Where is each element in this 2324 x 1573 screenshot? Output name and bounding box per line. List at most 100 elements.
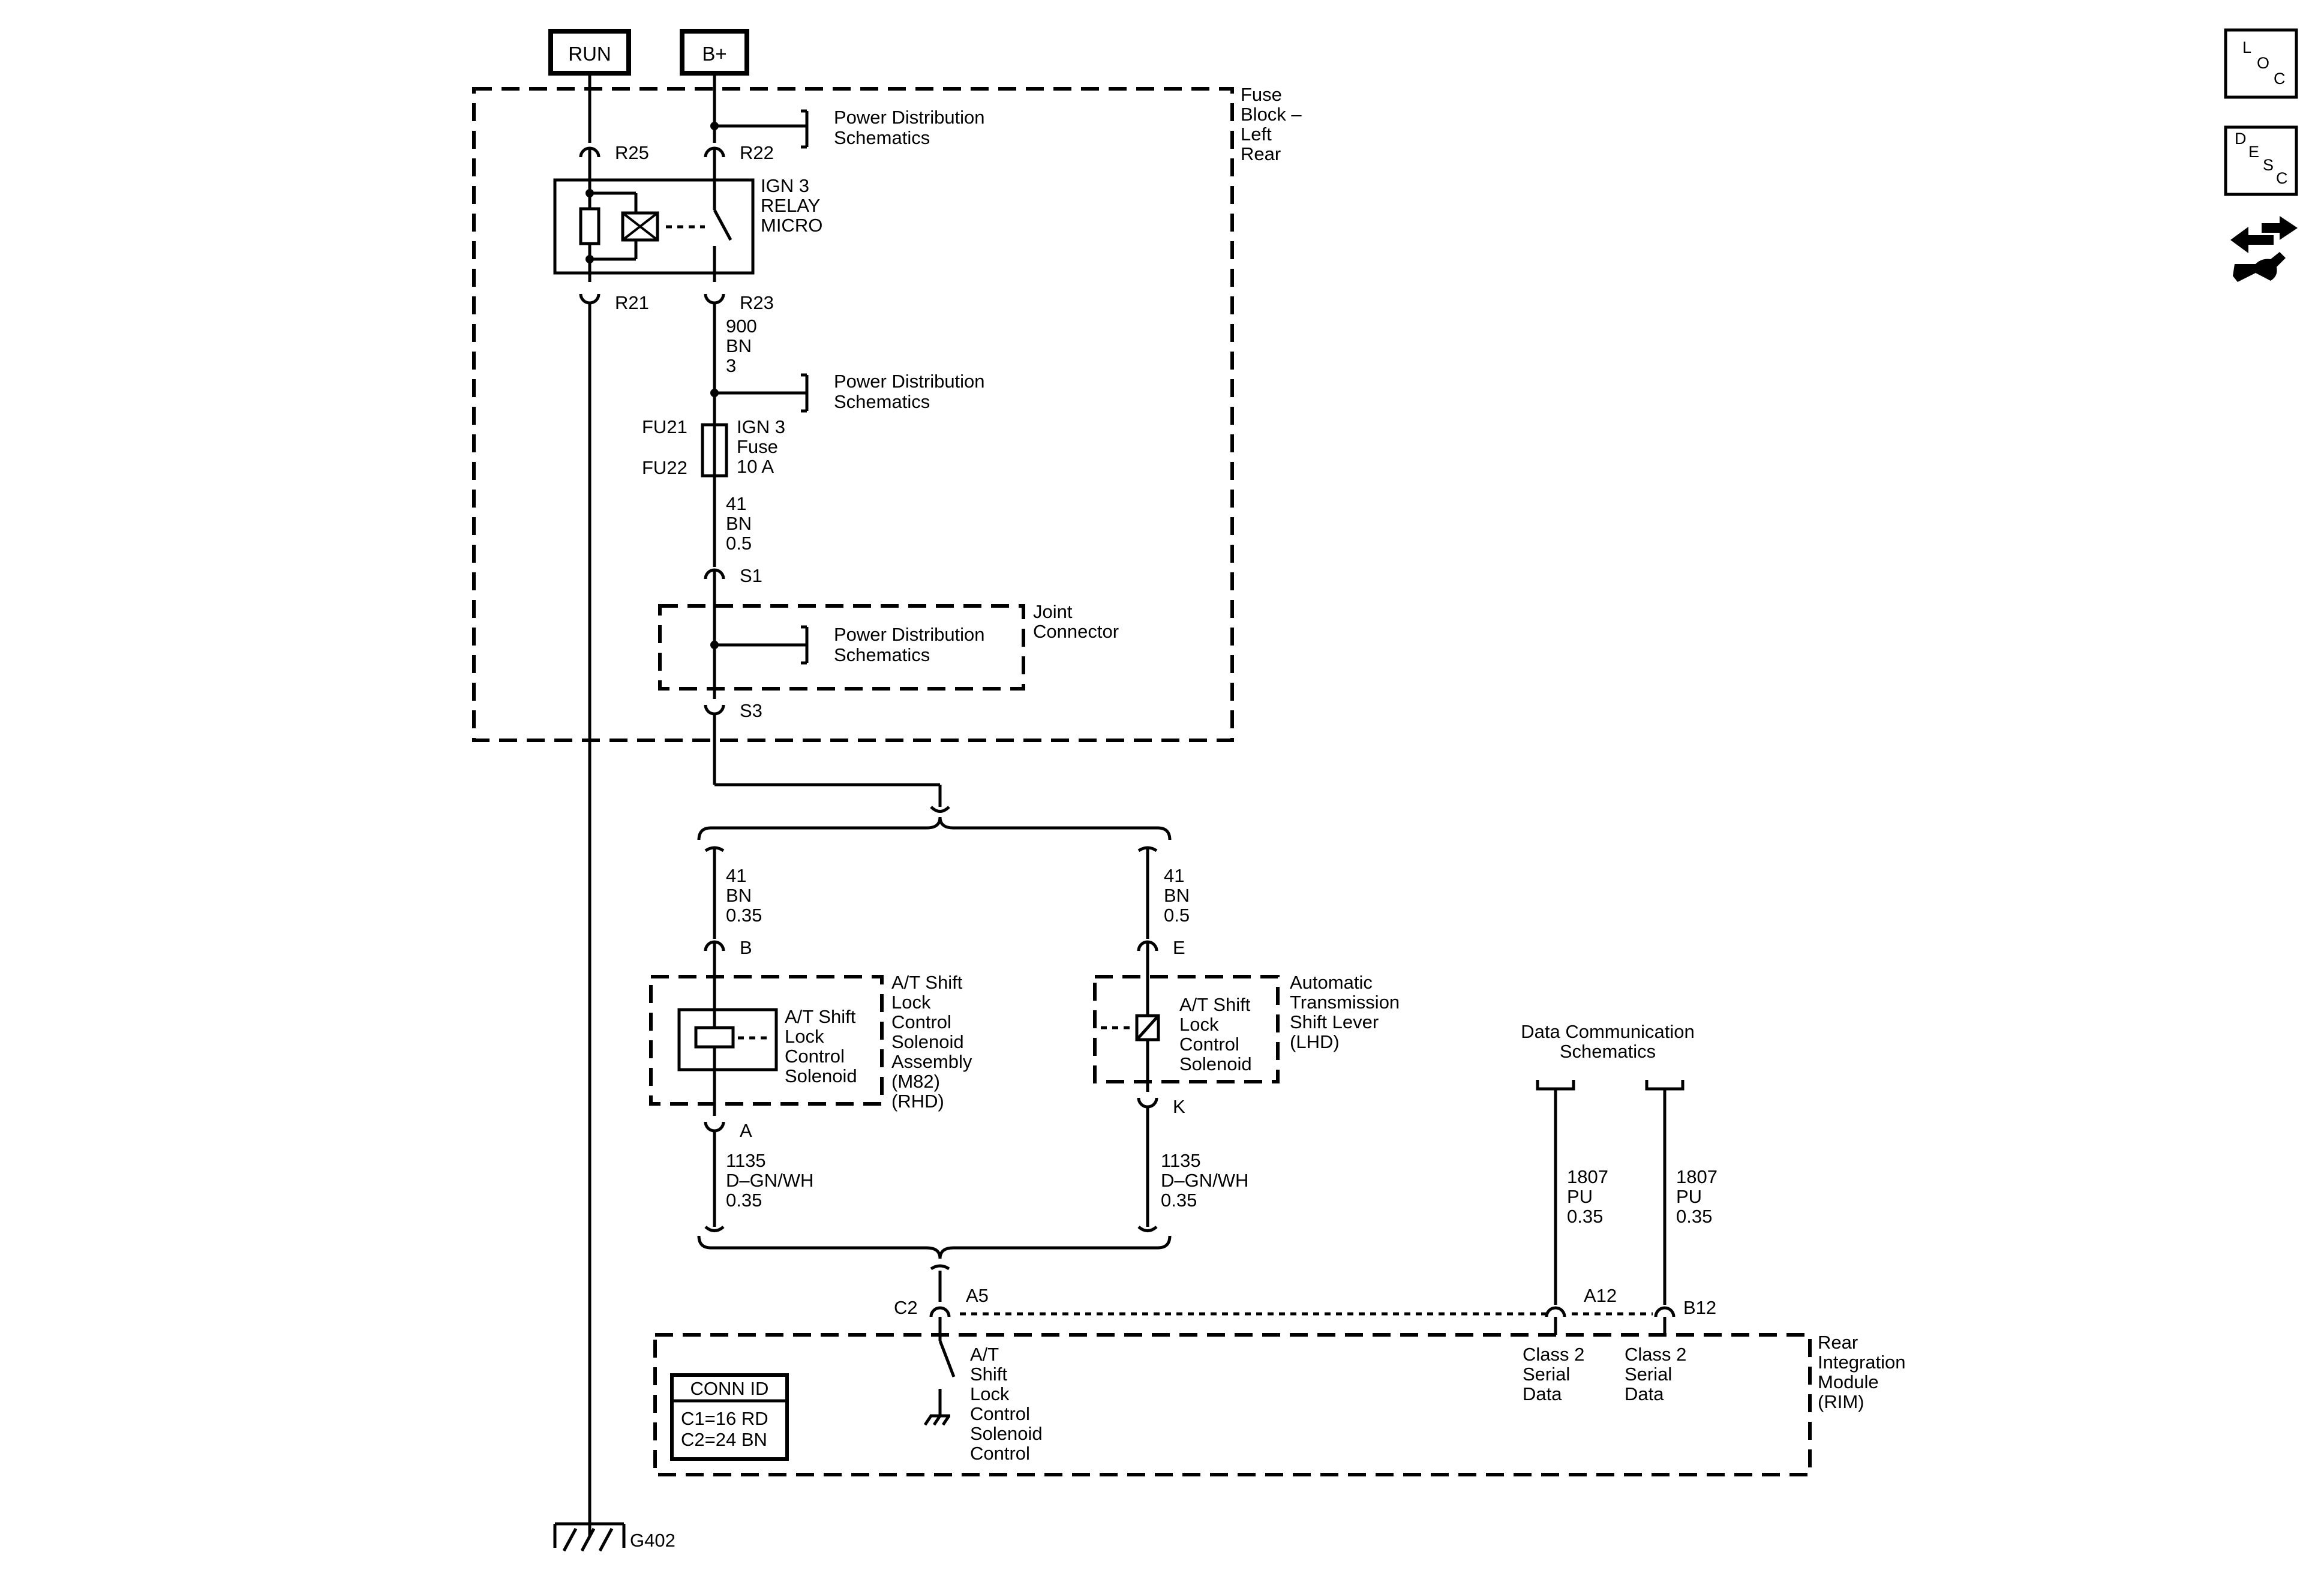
svg-text:Schematics: Schematics xyxy=(834,391,930,412)
wire-to-rim-a5[interactable] xyxy=(923,1264,956,1426)
m82-solenoid[interactable] xyxy=(677,977,778,1104)
svg-text:0.5: 0.5 xyxy=(726,533,752,554)
fuse-label: IGN 3 Fuse 10 A xyxy=(737,416,785,477)
terminal-fu22: FU22 xyxy=(642,457,687,478)
svg-text:Control: Control xyxy=(785,1046,845,1067)
terminal-k: K xyxy=(1173,1096,1185,1117)
wire-900[interactable] xyxy=(710,303,807,425)
svg-text:PU: PU xyxy=(1567,1186,1593,1207)
svg-text:Lock: Lock xyxy=(1179,1014,1219,1035)
wire-41-lhd[interactable] xyxy=(1137,846,1158,977)
lhd-inner-label: A/T Shift Lock Control Solenoid xyxy=(1179,994,1252,1074)
wire-1135-rhd[interactable] xyxy=(704,1104,725,1232)
pds-reference-1[interactable]: Power Distribution Schematics xyxy=(801,107,985,149)
svg-text:Schematics: Schematics xyxy=(1560,1041,1656,1062)
svg-text:D: D xyxy=(2235,130,2247,148)
wire-1807-a12[interactable] xyxy=(1545,1089,1566,1335)
svg-text:Class 2: Class 2 xyxy=(1523,1344,1584,1365)
svg-text:Data: Data xyxy=(1523,1383,1562,1404)
joint-connector-label: Joint Connector xyxy=(1033,601,1119,642)
svg-text:BN: BN xyxy=(1164,885,1190,906)
svg-text:0.5: 0.5 xyxy=(1164,905,1190,926)
run-source[interactable]: RUN xyxy=(548,29,631,76)
desc-button[interactable]: D E S C xyxy=(2224,125,2298,196)
svg-text:10 A: 10 A xyxy=(737,456,774,477)
bplus-source[interactable]: B+ xyxy=(680,29,749,76)
ign3-fuse[interactable] xyxy=(701,423,728,478)
svg-text:41: 41 xyxy=(1164,865,1184,886)
svg-text:Automatic: Automatic xyxy=(1290,972,1373,993)
bplus-wire[interactable] xyxy=(704,73,807,305)
svg-text:CONN ID: CONN ID xyxy=(690,1378,769,1399)
svg-text:Data Communication: Data Communication xyxy=(1521,1021,1694,1042)
svg-text:C: C xyxy=(2276,169,2288,187)
run-wire[interactable] xyxy=(579,73,600,1536)
svg-text:D–GN/WH: D–GN/WH xyxy=(726,1170,813,1191)
wire-41-fuse[interactable] xyxy=(704,476,807,716)
terminal-b12: B12 xyxy=(1683,1297,1716,1318)
pds-reference-3[interactable]: Power Distribution Schematics xyxy=(801,624,985,665)
svg-text:Lock: Lock xyxy=(970,1383,1010,1404)
rim-control-label: A/T Shift Lock Control Solenoid Control xyxy=(970,1344,1043,1464)
svg-text:A/T Shift: A/T Shift xyxy=(1179,994,1251,1015)
joint-connector-outline xyxy=(658,604,1025,691)
svg-text:0.35: 0.35 xyxy=(1676,1206,1712,1227)
svg-text:Lock: Lock xyxy=(785,1026,824,1047)
pds-reference-2[interactable]: Power Distribution Schematics xyxy=(801,371,985,413)
wire-1807-a12-label: 1807 PU 0.35 xyxy=(1567,1166,1608,1227)
svg-text:Control: Control xyxy=(891,1011,951,1032)
svg-text:(RIM): (RIM) xyxy=(1818,1391,1864,1412)
terminal-r22: R22 xyxy=(740,142,774,163)
wire-1135-lhd[interactable] xyxy=(1137,1082,1158,1232)
swap-arrows-wrench-icon[interactable] xyxy=(2230,216,2298,282)
svg-text:Lock: Lock xyxy=(891,992,931,1013)
terminal-a: A xyxy=(740,1120,752,1141)
svg-text:Data: Data xyxy=(1625,1383,1664,1404)
svg-text:Schematics: Schematics xyxy=(834,644,930,665)
m82-inner-label: A/T Shift Lock Control Solenoid xyxy=(785,1006,857,1086)
svg-text:0.35: 0.35 xyxy=(1567,1206,1603,1227)
terminal-e: E xyxy=(1173,937,1185,958)
svg-text:Block –: Block – xyxy=(1241,104,1302,125)
wire-1807-b12[interactable] xyxy=(1654,1089,1676,1335)
wire-41-to-split[interactable] xyxy=(713,714,950,813)
svg-text:PU: PU xyxy=(1676,1186,1702,1207)
svg-text:0.35: 0.35 xyxy=(1161,1190,1197,1211)
svg-text:Solenoid: Solenoid xyxy=(970,1423,1043,1444)
svg-text:Schematics: Schematics xyxy=(834,127,930,148)
lhd-outline xyxy=(1093,975,1280,1083)
svg-text:1135: 1135 xyxy=(726,1150,766,1171)
svg-text:Connector: Connector xyxy=(1033,621,1119,642)
wire-41-lhd-label: 41 BN 0.5 xyxy=(1164,865,1190,926)
terminal-fu21: FU21 xyxy=(642,416,687,437)
svg-text:BN: BN xyxy=(726,513,752,534)
svg-text:Fuse: Fuse xyxy=(1241,84,1282,105)
rim-outline xyxy=(653,1333,1812,1476)
svg-text:Control: Control xyxy=(1179,1034,1239,1055)
wire-41-rhd[interactable] xyxy=(704,846,725,977)
svg-text:A/T Shift: A/T Shift xyxy=(891,972,963,993)
svg-text:L: L xyxy=(2242,38,2251,56)
terminal-a5: A5 xyxy=(966,1285,989,1306)
svg-text:41: 41 xyxy=(726,865,746,886)
svg-text:Class 2: Class 2 xyxy=(1625,1344,1686,1365)
svg-text:Assembly: Assembly xyxy=(891,1051,972,1072)
lhd-solenoid[interactable] xyxy=(1101,977,1160,1082)
svg-text:RELAY: RELAY xyxy=(761,195,820,216)
terminal-c2: C2 xyxy=(894,1297,918,1318)
terminal-b: B xyxy=(740,937,752,958)
svg-text:Control: Control xyxy=(970,1403,1030,1424)
svg-text:41: 41 xyxy=(726,493,746,514)
class2-b-label: Class 2 Serial Data xyxy=(1625,1344,1686,1404)
svg-text:1807: 1807 xyxy=(1567,1166,1608,1187)
terminal-s1: S1 xyxy=(740,565,762,586)
svg-text:Power Distribution: Power Distribution xyxy=(834,624,985,645)
bplus-label: B+ xyxy=(702,43,726,65)
svg-text:Module: Module xyxy=(1818,1371,1879,1392)
svg-text:BN: BN xyxy=(726,335,752,356)
dcs-reference[interactable]: Data Communication Schematics xyxy=(1521,1021,1695,1091)
svg-text:900: 900 xyxy=(726,316,757,337)
svg-text:Joint: Joint xyxy=(1033,601,1073,622)
loc-button[interactable]: L O C xyxy=(2224,28,2298,99)
